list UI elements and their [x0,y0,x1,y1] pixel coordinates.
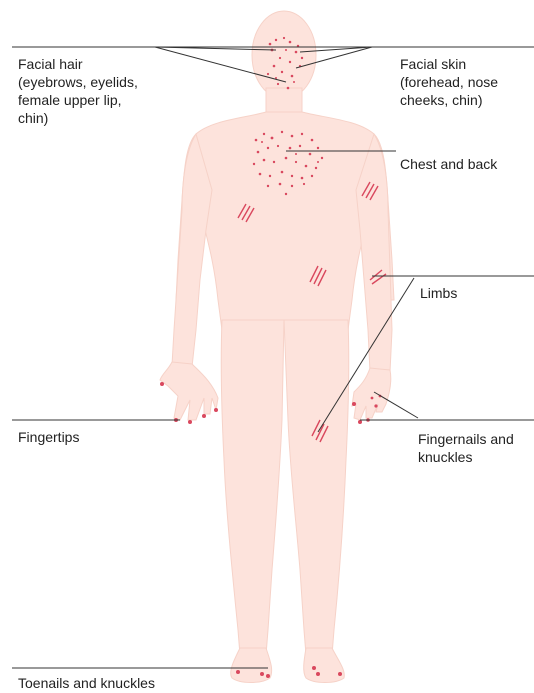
body-figure [160,11,394,683]
chest-back-line-1: Chest and back [400,155,497,173]
fingernails-line-1: Fingernails and [418,430,514,448]
facial-hair-line-1: Facial hair [18,55,138,73]
head [252,11,316,99]
label-facial-skin: Facial skin (forehead, nose cheeks, chin… [400,55,498,109]
label-facial-hair: Facial hair (eyebrows, eyelids, female u… [18,55,138,127]
facial-hair-line-4: chin) [18,109,138,127]
label-limbs: Limbs [420,284,457,302]
left-hand [160,362,218,420]
limbs-line-1: Limbs [420,284,457,302]
left-arm [172,134,212,367]
toenails-line-1: Toenails and knuckles [18,674,155,692]
fingertips-line-1: Fingertips [18,428,79,446]
label-fingernails-knuckles: Fingernails and knuckles [418,430,514,466]
right-leg [284,320,349,655]
label-toenails-knuckles: Toenails and knuckles [18,674,155,692]
left-foot [231,648,272,683]
label-chest-back: Chest and back [400,155,497,173]
left-leg [221,320,284,655]
facial-skin-line-2: (forehead, nose [400,73,498,91]
facial-hair-line-3: female upper lip, [18,91,138,109]
right-foot [304,648,345,683]
fingernails-line-2: knuckles [418,448,514,466]
label-fingertips: Fingertips [18,428,79,446]
facial-skin-line-1: Facial skin [400,55,498,73]
right-hand [352,368,391,420]
facial-hair-line-2: (eyebrows, eyelids, [18,73,138,91]
facial-skin-line-3: cheeks, chin) [400,91,498,109]
